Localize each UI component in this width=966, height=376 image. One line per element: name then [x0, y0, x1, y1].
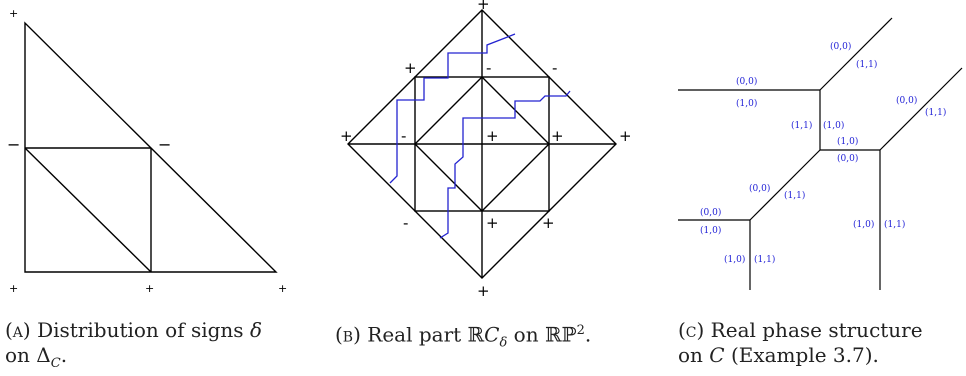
- sign-bottom-right: +: [278, 282, 287, 295]
- caption-c: (c) Real phase structure on C (Example 3…: [678, 318, 966, 368]
- curve-branch-upper: [389, 33, 516, 184]
- panel-b-diagram: [347, 9, 617, 279]
- sign-lower-center: +: [486, 214, 499, 232]
- phase-top-left-lower: (1,0): [736, 98, 757, 109]
- phase-center-vert-right: (1,0): [823, 120, 844, 131]
- sign-left: +: [340, 127, 353, 145]
- figure-panels: + − − + + + + + - - + - + + + - + + +: [7, 0, 963, 300]
- phase-diag-lower: (1,1): [784, 190, 805, 201]
- edge-upper-diagonal-ray: [819, 17, 893, 91]
- phase-center-horiz-lower: (0,0): [837, 153, 858, 164]
- phase-diag-upper: (0,0): [749, 183, 770, 194]
- sign-mid-left: −: [7, 135, 20, 154]
- caption-a-tag: (a): [5, 318, 31, 342]
- phase-left-lower: (1,0): [700, 225, 721, 236]
- phase-right-lower: (1,1): [925, 107, 946, 118]
- panel-a-diagram: [24, 21, 278, 273]
- caption-b-c: C: [484, 322, 500, 347]
- caption-c-after: (Example 3.7).: [724, 343, 879, 367]
- edge-middle-diagonal: [749, 149, 821, 221]
- phase-bottom-right-left: (1,0): [853, 219, 874, 230]
- caption-a-symbol: δ: [249, 318, 262, 342]
- caption-b-mid: on: [507, 322, 545, 347]
- sign-upper-left: +: [404, 59, 417, 77]
- sign-bottom-left: +: [9, 282, 18, 295]
- diagonal-edge: [24, 147, 152, 273]
- phase-center-vert-left: (1,1): [791, 120, 812, 131]
- phase-bottom-right-right: (1,1): [884, 219, 905, 230]
- sign-upper-center: -: [486, 59, 491, 77]
- caption-b-text: Real part: [360, 322, 468, 347]
- phase-center-horiz-upper: (1,0): [837, 136, 858, 147]
- edge-right-diagonal-ray: [879, 67, 963, 151]
- sign-upper-right: -: [552, 59, 557, 77]
- panel-b-real-curve: [389, 33, 571, 239]
- caption-c-tag: (c): [678, 318, 705, 342]
- caption-c-text: Real phase structure: [704, 318, 923, 342]
- curve-branch-lower: [439, 90, 571, 239]
- sign-lower-left: -: [403, 214, 408, 232]
- caption-a: (a) Distribution of signs δ on ΔC.: [5, 318, 305, 376]
- phase-right-upper: (0,0): [896, 95, 917, 106]
- phase-top-right-upper: (0,0): [830, 41, 851, 52]
- phase-top-left-upper: (0,0): [736, 76, 757, 87]
- phase-bottom-left-right: (1,1): [754, 254, 775, 265]
- caption-a-text: Distribution of signs: [30, 318, 250, 342]
- caption-a-after: .: [60, 343, 68, 367]
- panel-c-phase-labels: (0,0) (1,1) (0,0) (1,0) (0,0) (1,1) (1,1…: [700, 41, 946, 265]
- caption-b-rp: ℝℙ: [544, 322, 577, 347]
- caption-b-sup: 2: [576, 323, 585, 338]
- caption-c-c: C: [709, 343, 725, 367]
- sign-center: +: [486, 127, 499, 145]
- sign-mid-right: −: [158, 135, 171, 154]
- sign-lower-right: +: [542, 214, 555, 232]
- caption-b-tag: (b): [335, 322, 361, 347]
- phase-left-upper: (0,0): [700, 207, 721, 218]
- panel-c-diagram: [678, 17, 963, 290]
- caption-b-rc: ℝ: [467, 322, 485, 347]
- caption-a-delta: Δ: [36, 343, 51, 367]
- sign-right: +: [619, 127, 632, 145]
- sign-inner-right: +: [551, 127, 564, 145]
- panel-a-signs: + − − + + +: [7, 7, 287, 295]
- caption-a-sub: C: [50, 356, 61, 371]
- sign-inner-left: -: [401, 127, 406, 145]
- sign-top: +: [477, 0, 490, 13]
- panel-b-signs: + + - - + - + + + - + + +: [340, 0, 632, 300]
- sign-bottom: +: [477, 282, 490, 300]
- sign-top-left: +: [9, 7, 18, 20]
- caption-b-after: .: [584, 322, 592, 347]
- caption-a-line2: on: [5, 343, 37, 367]
- phase-bottom-left-left: (1,0): [724, 254, 745, 265]
- caption-b: (b) Real part ℝCδ on ℝℙ2.: [335, 318, 635, 356]
- phase-top-right-lower: (1,1): [856, 59, 877, 70]
- caption-c-line2: on: [678, 343, 710, 367]
- caption-b-sub: δ: [499, 335, 508, 351]
- sign-bottom-middle: +: [145, 282, 154, 295]
